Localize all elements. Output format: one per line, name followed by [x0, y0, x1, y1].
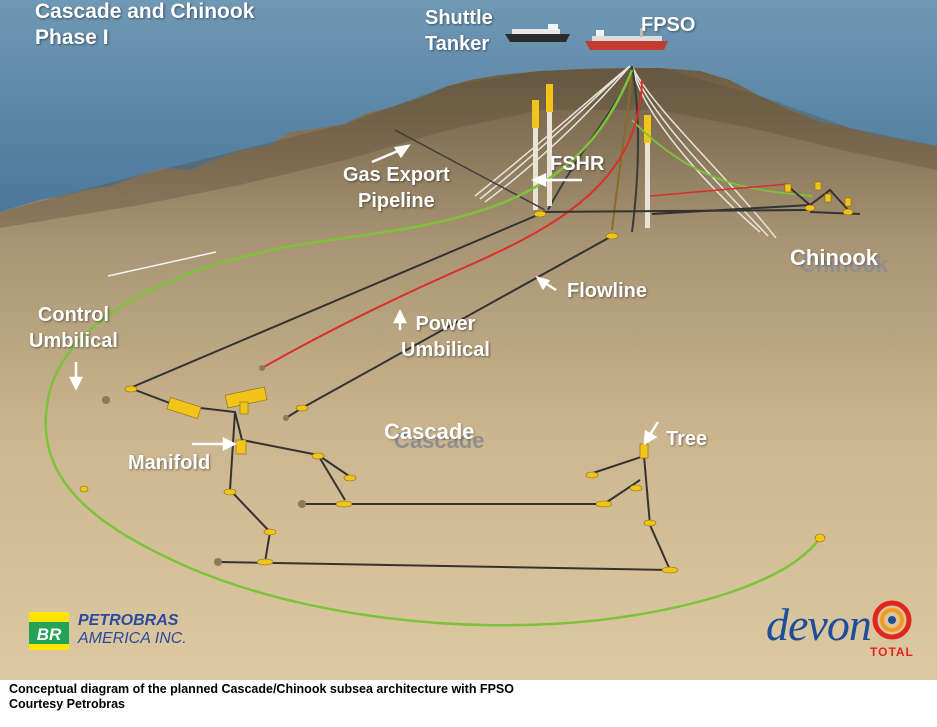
control-umbilical-label-line-2: Umbilical — [29, 330, 118, 352]
risers — [474, 65, 777, 239]
caption-line-2: Courtesy Petrobras — [9, 697, 126, 711]
flowline-label: Flowline — [567, 280, 647, 302]
manifold-label: Manifold — [128, 452, 211, 474]
shuttle-tanker-label-line-2: Tanker — [425, 33, 490, 55]
power-umbilical-line — [261, 79, 643, 369]
control-umbilical-label: Control Umbilical — [29, 302, 118, 354]
chinook-label: Chinook — [790, 245, 878, 270]
scene-drawing — [0, 0, 937, 680]
gas-export-label-line-1: Gas Export — [343, 164, 450, 186]
cascade-label: Cascade — [384, 419, 475, 444]
power-umbilical-label: Power Umbilical — [401, 311, 490, 363]
fpso-ship — [585, 28, 668, 50]
flowlines — [129, 187, 861, 571]
power-umbilical-label-line-1: Power — [415, 313, 476, 335]
shuttle-tanker-ship — [505, 24, 570, 42]
total-logo — [872, 600, 912, 640]
power-umbilical-chinook — [649, 183, 789, 197]
petrobras-sub: AMERICA INC. — [78, 630, 187, 647]
seabed — [0, 68, 937, 680]
pointer-arrows — [68, 144, 660, 452]
fshr-label: FSHR — [550, 153, 605, 175]
subsea-equipment — [79, 181, 854, 574]
title-line-2: Phase I — [35, 26, 109, 49]
gas-export-pipeline-label: Gas Export Pipeline — [343, 162, 450, 214]
figure-caption: Conceptual diagram of the planned Cascad… — [9, 682, 514, 712]
subsea-scene: Cascade and Chinook Phase I Shuttle Tank… — [0, 0, 937, 680]
petrobras-name: PETROBRAS — [78, 612, 179, 629]
tree-label: Tree — [666, 428, 708, 450]
seabed-marker — [107, 251, 217, 277]
control-umbilical-chinook — [631, 119, 813, 197]
cascade-label-shadow: Cascade — [394, 428, 485, 453]
petrobras-mark: BR — [37, 625, 62, 644]
gas-export-label-line-2: Pipeline — [358, 190, 435, 212]
petrobras-logo: BR — [29, 612, 69, 650]
chinook-label-shadow: Chinook — [800, 252, 888, 277]
power-umbilical-label-line-2: Umbilical — [401, 339, 490, 361]
fpso-label: FPSO — [641, 14, 696, 36]
fshr-towers — [532, 84, 651, 228]
title-line-1: Cascade and Chinook — [35, 0, 255, 23]
total-wordmark: TOTAL — [870, 645, 914, 659]
seabed-ridge — [0, 68, 937, 228]
gas-export-pipeline-line — [394, 129, 546, 211]
pipeline-end-terminations — [102, 365, 306, 566]
shuttle-tanker-label: Shuttle Tanker — [425, 5, 493, 57]
control-umbilical-label-line-1: Control — [37, 304, 109, 326]
diagram-title: Cascade and Chinook Phase I — [35, 0, 254, 51]
control-umbilical-line — [44, 69, 822, 627]
shuttle-tanker-label-line-1: Shuttle — [425, 7, 493, 29]
caption-line-1: Conceptual diagram of the planned Cascad… — [9, 682, 514, 696]
devon-logo: devon — [766, 599, 872, 650]
petrobras-wordmark: PETROBRAS AMERICA INC. — [78, 612, 187, 648]
